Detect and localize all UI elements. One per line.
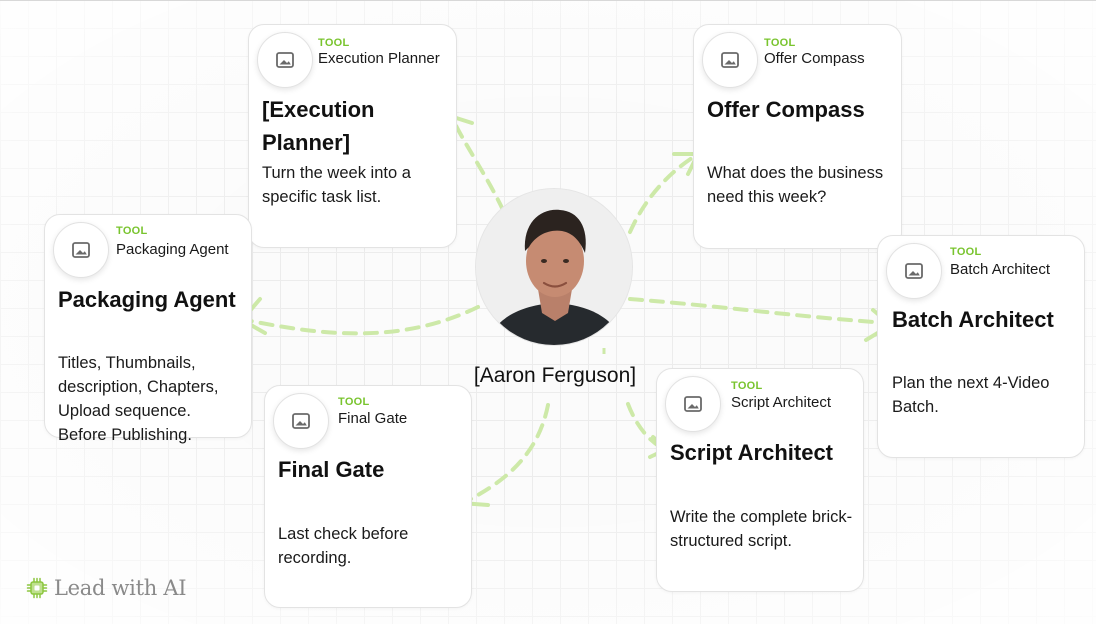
card-subtitle: Execution Planner: [318, 50, 440, 67]
card-execution-planner[interactable]: TOOL Execution Planner [Execution Planne…: [248, 24, 457, 248]
card-subtitle: Final Gate: [338, 410, 408, 427]
tool-tag: TOOL: [764, 37, 796, 49]
card-title: Script Architect: [670, 440, 834, 465]
card-description: Write the complete brick-structured scri…: [670, 508, 853, 550]
card-batch-architect[interactable]: TOOL Batch Architect Batch Architect Pla…: [877, 235, 1085, 458]
card-description: Plan the next 4-Video Batch.: [892, 374, 1050, 416]
arrow-to-packaging-agent: [244, 305, 480, 336]
arrow-to-offer-compass: [628, 156, 694, 234]
card-description: Last check before recording.: [278, 525, 409, 567]
brand-logo: Lead with AI: [26, 576, 187, 600]
person-portrait-icon: [476, 189, 632, 345]
avatar: [475, 188, 633, 346]
tool-tag: TOOL: [731, 380, 763, 392]
arrow-to-execution-planner: [450, 116, 505, 212]
arrow-to-final-gate: [461, 403, 550, 505]
card-subtitle: Offer Compass: [764, 50, 865, 67]
tool-tag: TOOL: [116, 225, 148, 237]
card-final-gate[interactable]: TOOL Final Gate Final Gate Last check be…: [264, 385, 472, 608]
card-packaging-agent[interactable]: TOOL Packaging Agent Packaging Agent Tit…: [44, 214, 252, 444]
tool-tag: TOOL: [950, 246, 982, 258]
image-icon: [273, 393, 329, 449]
arrow-to-batch-architect: [628, 297, 890, 325]
image-icon: [665, 376, 721, 432]
card-title: Final Gate: [278, 457, 385, 482]
tool-tag: TOOL: [338, 396, 370, 408]
chip-icon: [26, 577, 48, 599]
card-description: Turn the week into a specific task list.: [262, 164, 411, 206]
person-name: [Aaron Ferguson]: [473, 364, 637, 387]
top-divider: [0, 0, 1096, 1]
card-title: Offer Compass: [707, 97, 865, 122]
card-subtitle: Packaging Agent: [116, 241, 229, 258]
card-title: Batch Architect: [892, 307, 1054, 332]
image-icon: [702, 32, 758, 88]
card-description: What does the business need this week?: [707, 164, 884, 206]
card-script-architect[interactable]: TOOL Script Architect Script Architect W…: [656, 368, 864, 592]
logo-text: Lead with AI: [54, 576, 187, 600]
card-subtitle: Script Architect: [731, 394, 832, 411]
image-icon: [257, 32, 313, 88]
tool-tag: TOOL: [318, 37, 350, 49]
card-subtitle: Batch Architect: [950, 261, 1051, 278]
card-description: Titles, Thumbnails, description, Chapter…: [58, 354, 219, 444]
card-title: [Execution Planner]: [262, 97, 375, 155]
image-icon: [886, 243, 942, 299]
card-offer-compass[interactable]: TOOL Offer Compass Offer Compass What do…: [693, 24, 902, 249]
image-icon: [53, 222, 109, 278]
card-title: Packaging Agent: [58, 287, 236, 312]
